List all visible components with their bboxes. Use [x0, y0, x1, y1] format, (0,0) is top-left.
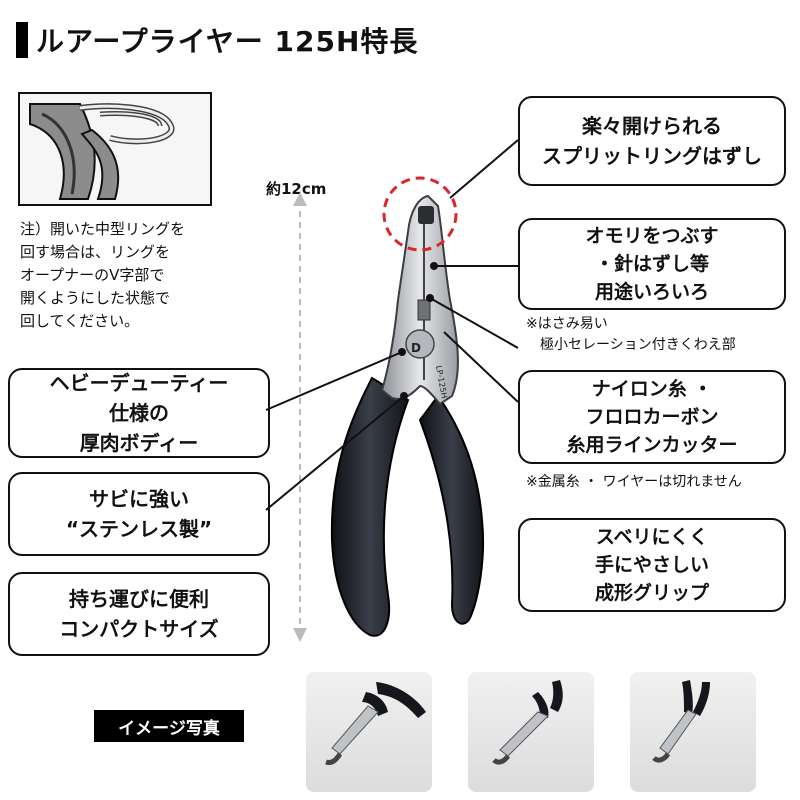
feature-line: スベリにくく	[595, 526, 709, 548]
feature-line: 楽々開けられる	[582, 114, 722, 138]
inset-note-line: 注）開いた中型リングを	[20, 220, 186, 238]
feature-compact-box: 持ち運びに便利 コンパクトサイズ	[8, 572, 270, 656]
feature-grip-box: スベリにくく 手にやさしい 成形グリップ	[518, 518, 786, 612]
metal-line-note: ※金属糸 ・ ワイヤーは切れません	[526, 472, 742, 493]
feature-line-cutter-box: ナイロン糸 ・ フロロカーボン 糸用ラインカッター	[518, 370, 786, 464]
pliers-brand-mark: D	[411, 341, 421, 355]
feature-line: ナイロン糸 ・	[591, 378, 713, 400]
title-accent-bar	[16, 22, 28, 58]
feature-line: スプリットリングはずし	[542, 144, 762, 168]
pivot-icon	[405, 329, 435, 359]
left-grip	[330, 376, 410, 637]
feature-line: ・針はずし等	[594, 253, 709, 275]
usage-photo-3	[630, 672, 756, 792]
size-label: 約12cm	[266, 180, 327, 198]
feature-line: 用途いろいろ	[594, 281, 709, 303]
usage-photo-2	[468, 672, 594, 792]
note-line: ※はさみ易い	[526, 316, 608, 332]
note-line: ※金属糸 ・ ワイヤーは切れません	[526, 474, 742, 490]
callout-lines	[265, 139, 519, 511]
size-dimension-arrow	[293, 192, 307, 642]
split-ring-tip	[418, 206, 434, 224]
feature-line: オモリをつぶす	[585, 225, 719, 247]
line-cutter-slot	[417, 299, 431, 321]
serration-note: ※はさみ易い 極小セレーション付きくわえ部	[526, 314, 736, 356]
feature-line: 持ち運びに便利	[69, 587, 209, 611]
right-grip	[418, 394, 485, 625]
usage-photo-1	[306, 672, 432, 792]
split-ring-highlight-circle	[382, 176, 458, 252]
feature-heavy-duty-box: ヘビーデューティー 仕様の 厚肉ボディー	[8, 368, 270, 458]
image-photo-tag: イメージ写真	[94, 710, 244, 742]
inset-note-line: 回してください。	[20, 312, 140, 330]
inset-note-line: 回す場合は、リングを	[20, 243, 171, 261]
feature-line: ヘビーデューティー	[49, 371, 229, 395]
page-title: ルアープライヤー 125H特長	[36, 25, 419, 58]
note-line: 極小セレーション付きくわえ部	[540, 337, 736, 353]
feature-line: サビに強い	[89, 487, 189, 511]
feature-line: 成形グリップ	[594, 582, 709, 604]
feature-line: フロロカーボン	[585, 406, 719, 428]
split-ring-inset-illustration	[18, 92, 212, 206]
feature-line: 手にやさしい	[594, 554, 709, 576]
feature-line: 仕様の	[109, 401, 169, 425]
inset-note-line: オープナーのV字部で	[20, 266, 165, 284]
feature-split-ring-box: 楽々開けられる スプリットリングはずし	[518, 96, 786, 186]
inset-note-line: 開くようにした状態で	[20, 289, 171, 307]
inset-note: 注）開いた中型リングを 回す場合は、リングを オープナーのV字部で 開くようにし…	[20, 218, 185, 333]
feature-line: 糸用ラインカッター	[566, 434, 738, 456]
feature-line: 厚肉ボディー	[79, 431, 199, 455]
feature-line: “ステンレス製”	[65, 517, 213, 541]
feature-stainless-box: サビに強い “ステンレス製”	[8, 472, 270, 556]
feature-line: コンパクトサイズ	[59, 617, 219, 641]
feature-multipurpose-box: オモリをつぶす ・針はずし等 用途いろいろ	[518, 218, 786, 310]
